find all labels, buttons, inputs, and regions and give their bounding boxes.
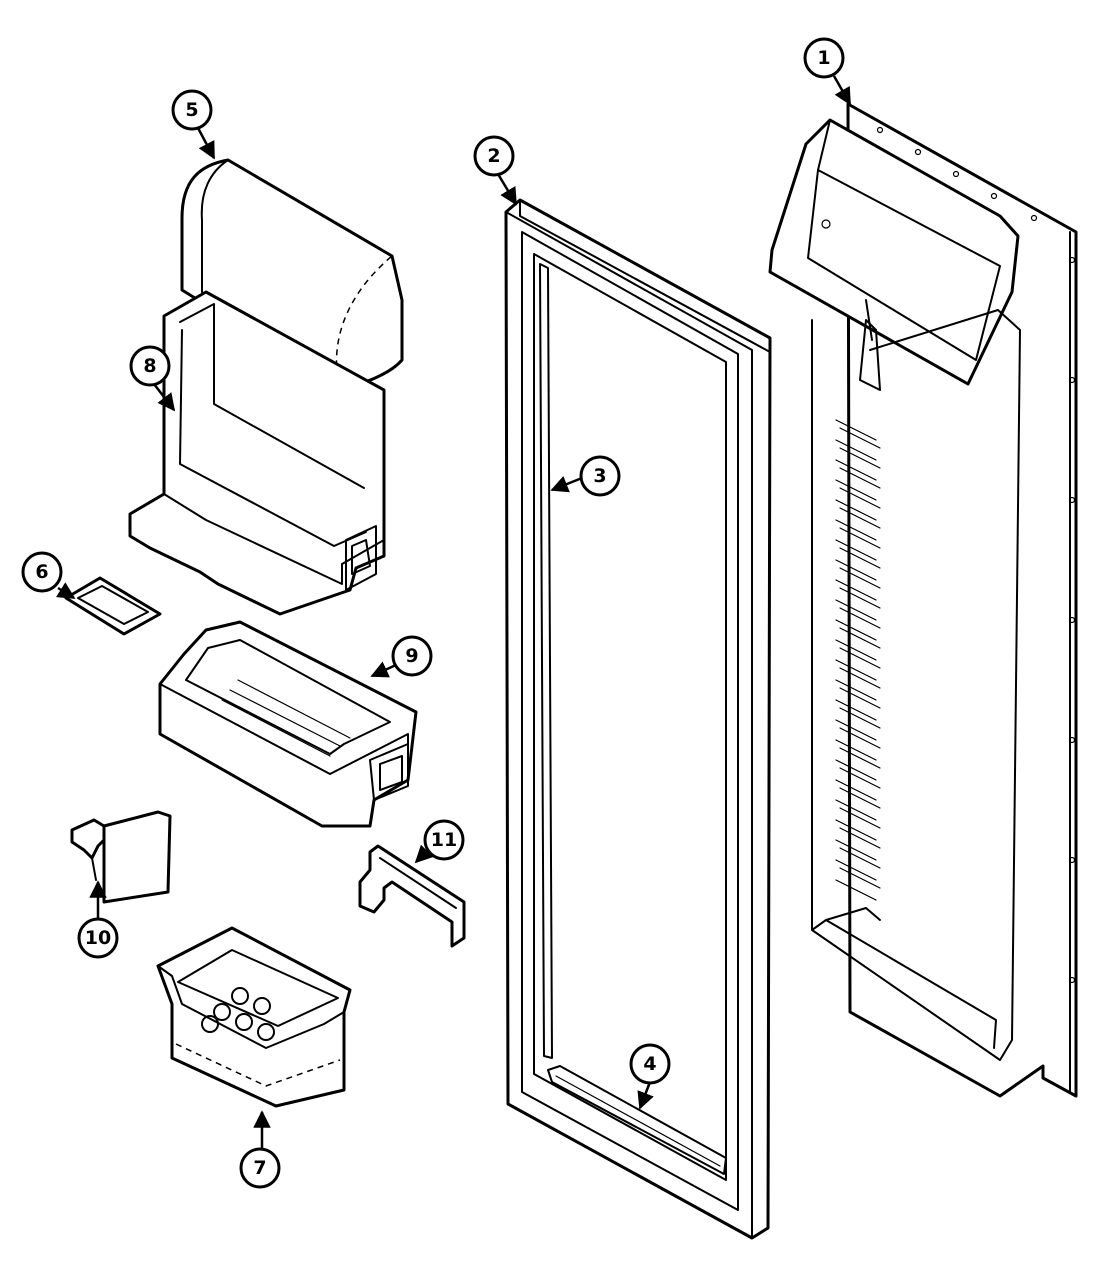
callout-4-label: 4 (643, 1053, 656, 1075)
callout-3-label: 3 (593, 465, 606, 487)
door-liner-part (768, 102, 1078, 1098)
mounting-holes (876, 126, 1076, 984)
leader-lines (56, 75, 852, 1150)
callout-7: 7 (239, 1147, 281, 1189)
callout-9: 9 (391, 635, 433, 677)
door-bin-part (158, 620, 418, 828)
callout-3: 3 (579, 455, 621, 497)
dairy-bin-part (128, 290, 386, 616)
callout-5-label: 5 (185, 99, 198, 121)
callout-6-label: 6 (35, 561, 48, 583)
bottom-trim-part (547, 1065, 727, 1175)
callout-10: 10 (77, 917, 119, 959)
callout-8: 8 (129, 345, 171, 387)
callout-8-label: 8 (143, 355, 156, 377)
gasket-strip-part (539, 263, 553, 1059)
small-tray-part (64, 576, 162, 636)
ice-bin-part (156, 926, 352, 1108)
retainer-clip-part (358, 844, 466, 948)
door-frame-part (504, 198, 772, 1240)
callout-1: 1 (803, 37, 845, 79)
callout-2-label: 2 (487, 145, 500, 167)
callout-6: 6 (21, 551, 63, 593)
callout-4: 4 (629, 1043, 671, 1085)
callout-1-label: 1 (817, 47, 830, 69)
callout-10-label: 10 (85, 927, 111, 949)
rib-pattern (835, 419, 881, 901)
callout-2: 2 (473, 135, 515, 177)
callout-7-label: 7 (253, 1157, 266, 1179)
callout-11-label: 11 (431, 829, 457, 851)
callout-5: 5 (171, 89, 213, 131)
callout-11: 11 (423, 819, 465, 861)
callout-9-label: 9 (405, 645, 418, 667)
divider-part (70, 810, 172, 904)
